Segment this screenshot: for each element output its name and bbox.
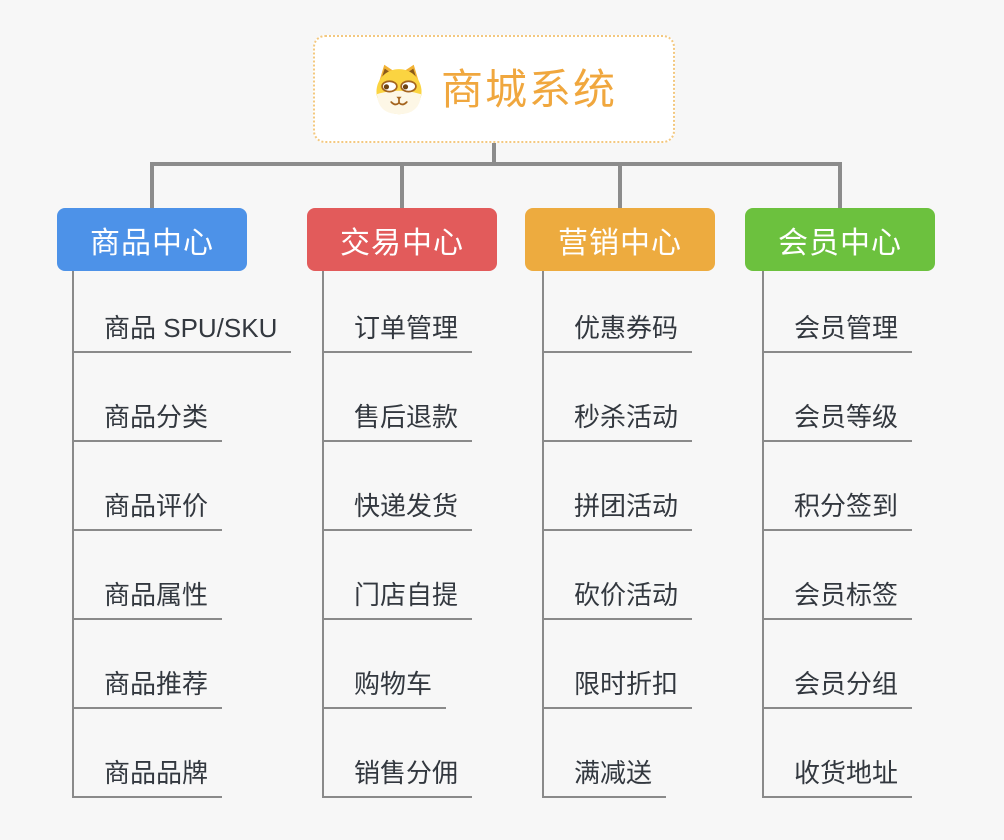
leaf-node[interactable]: 会员标签 <box>764 578 913 620</box>
leaf-node[interactable]: 会员分组 <box>764 667 913 709</box>
root-node[interactable]: 商城系统 <box>313 35 675 143</box>
leaf-node[interactable]: 拼团活动 <box>544 489 693 531</box>
shiba-dog-icon <box>376 64 422 115</box>
leaf-node[interactable]: 商品推荐 <box>74 667 223 709</box>
leaf-node[interactable]: 积分签到 <box>764 489 913 531</box>
leaf-node[interactable]: 商品 SPU/SKU <box>74 311 292 353</box>
leaf-node[interactable]: 收货地址 <box>764 756 913 798</box>
branch-header-products[interactable]: 商品中心 <box>57 208 247 271</box>
leaf-node[interactable]: 商品分类 <box>74 400 223 442</box>
leaf-node[interactable]: 会员等级 <box>764 400 913 442</box>
leaf-node[interactable]: 满减送 <box>544 756 667 798</box>
leaf-node[interactable]: 门店自提 <box>324 578 473 620</box>
root-title: 商城系统 <box>440 66 617 113</box>
branch-header-marketing[interactable]: 营销中心 <box>525 208 715 271</box>
leaf-node[interactable]: 售后退款 <box>324 400 473 442</box>
leaf-node[interactable]: 限时折扣 <box>544 667 693 709</box>
leaf-node[interactable]: 购物车 <box>324 667 447 709</box>
connector-drop-marketing <box>618 162 622 209</box>
leaf-node[interactable]: 订单管理 <box>324 311 473 353</box>
leaf-node[interactable]: 商品属性 <box>74 578 223 620</box>
leaf-node[interactable]: 商品品牌 <box>74 756 223 798</box>
leaf-node[interactable]: 销售分佣 <box>324 756 473 798</box>
branch-header-members[interactable]: 会员中心 <box>745 208 935 271</box>
leaf-node[interactable]: 秒杀活动 <box>544 400 693 442</box>
connector-drop-members <box>838 162 842 209</box>
connector-drop-trade <box>400 162 404 209</box>
branch-header-trade[interactable]: 交易中心 <box>307 208 497 271</box>
leaf-node[interactable]: 砍价活动 <box>544 578 693 620</box>
branch-items-members: 会员管理 会员等级 积分签到 会员标签 会员分组 收货地址 <box>762 271 913 798</box>
connector-root-drop <box>492 141 496 164</box>
branch-items-trade: 订单管理 售后退款 快递发货 门店自提 购物车 销售分佣 <box>322 271 473 798</box>
leaf-node[interactable]: 优惠券码 <box>544 311 693 353</box>
branch-items-marketing: 优惠券码 秒杀活动 拼团活动 砍价活动 限时折扣 满减送 <box>542 271 693 798</box>
connector-bus <box>150 162 841 166</box>
leaf-node[interactable]: 快递发货 <box>324 489 473 531</box>
leaf-node[interactable]: 会员管理 <box>764 311 913 353</box>
connector-drop-products <box>150 162 154 209</box>
branch-items-products: 商品 SPU/SKU 商品分类 商品评价 商品属性 商品推荐 商品品牌 <box>72 271 292 798</box>
leaf-node[interactable]: 商品评价 <box>74 489 223 531</box>
